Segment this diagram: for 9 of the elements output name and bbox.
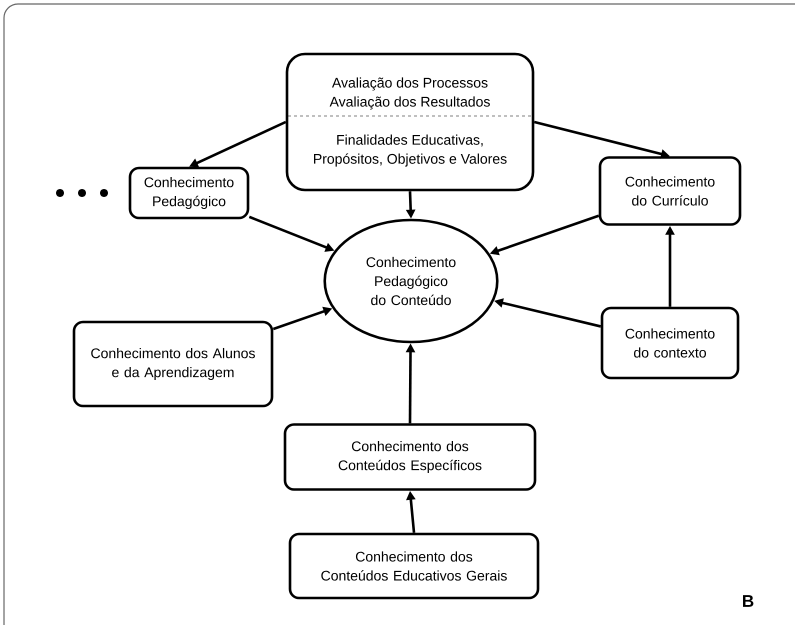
ellipse-node: Conhecimento Pedagógico do Conteúdo	[323, 218, 499, 344]
knowledge-box: Conhecimento dos Conteúdos Específicos	[284, 423, 536, 491]
knowledge-box: Conhecimento do contexto	[600, 306, 740, 380]
process-box: Avaliação dos Processos Avaliação dos Resultados Finalidades Educativas, Propósitos, Objetivos e Valores	[286, 52, 534, 192]
knowledge-box: Conhecimento dos Alunos e da Aprendizagem	[72, 320, 274, 408]
knowledge-box: Conhecimento dos Conteúdos Educativos Gerais	[288, 532, 540, 600]
panel-letter: B	[743, 595, 754, 607]
knowledge-box: Conhecimento do Currículo	[598, 156, 742, 226]
knowledge-box: Conhecimento Pedagógico	[128, 166, 250, 220]
